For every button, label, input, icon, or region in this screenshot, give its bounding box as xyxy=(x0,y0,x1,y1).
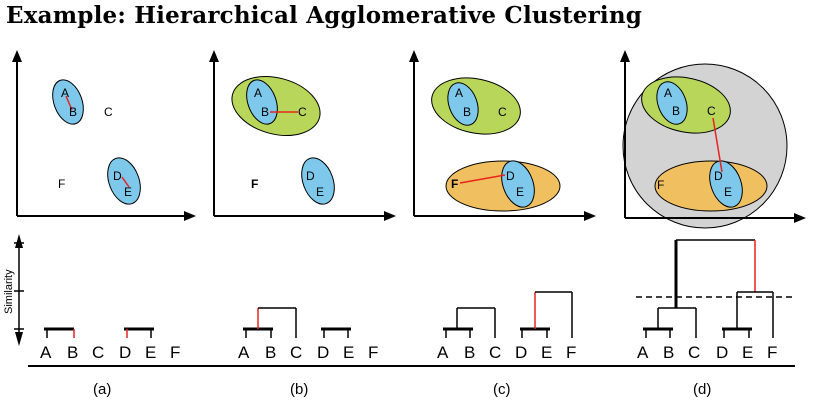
y-axis-label: Similarity xyxy=(3,269,15,314)
point-c: C xyxy=(707,104,716,118)
point-d: D xyxy=(714,169,723,183)
link-de-a xyxy=(121,176,130,188)
point-e: E xyxy=(516,185,524,199)
leaf-b: B xyxy=(67,343,78,362)
scatter-panel-d: A B C D E F xyxy=(620,50,806,229)
point-f: F xyxy=(451,177,458,191)
point-b: B xyxy=(463,105,471,119)
cluster-de-b xyxy=(301,157,335,205)
link-ab-a xyxy=(65,95,73,111)
leaf-d: D xyxy=(317,343,329,362)
point-d: D xyxy=(506,169,515,183)
point-e: E xyxy=(316,185,324,199)
scatter-panel-c: A B C D E F xyxy=(409,50,596,221)
point-b: B xyxy=(69,105,77,119)
link-fd-c xyxy=(459,174,506,184)
point-e: E xyxy=(724,185,732,199)
cluster-de-d xyxy=(709,160,743,208)
dendrogram-c: A B C D E F xyxy=(437,291,576,362)
cluster-ab-b xyxy=(246,79,278,125)
leaf-f: F xyxy=(170,343,180,362)
leaf-d: D xyxy=(515,343,527,362)
point-a: A xyxy=(455,86,463,100)
point-a: A xyxy=(254,86,262,100)
point-d: D xyxy=(306,169,315,183)
leaf-e: E xyxy=(145,343,156,362)
leaf-c: C xyxy=(92,343,104,362)
leaf-c: C xyxy=(688,343,700,362)
leaf-e: E xyxy=(541,343,552,362)
point-c: C xyxy=(298,105,307,119)
point-d: D xyxy=(113,169,122,183)
cluster-de-c xyxy=(501,160,535,208)
leaf-a: A xyxy=(437,343,449,362)
dendrogram-b: A B C D E F xyxy=(238,307,378,362)
leaf-b: B xyxy=(464,343,475,362)
leaf-d: D xyxy=(119,343,131,362)
leaf-a: A xyxy=(40,343,52,362)
dendrogram-d: A B C D E F xyxy=(636,239,792,362)
leaf-f: F xyxy=(368,343,378,362)
cluster-ab-c xyxy=(447,82,479,126)
leaf-c: C xyxy=(489,343,501,362)
caption-d: (d) xyxy=(693,381,711,398)
point-b: B xyxy=(261,105,269,119)
leaf-e: E xyxy=(343,343,354,362)
similarity-axis: Similarity xyxy=(3,234,24,346)
point-c: C xyxy=(498,105,507,119)
page-title: Example: Hierarchical Agglomerative Clus… xyxy=(6,2,643,29)
point-a: A xyxy=(664,86,672,100)
leaf-b: B xyxy=(663,343,674,362)
caption-c: (c) xyxy=(493,381,511,398)
point-c: C xyxy=(104,105,113,119)
leaf-b: B xyxy=(265,343,276,362)
dendrogram-a: A B C D E F xyxy=(40,327,180,362)
link-cd-d xyxy=(712,117,723,173)
leaf-d: D xyxy=(716,343,728,362)
leaf-c: C xyxy=(290,343,302,362)
leaf-e: E xyxy=(742,343,753,362)
point-f: F xyxy=(58,177,65,191)
scatter-panel-a: A B C D E F xyxy=(12,50,196,221)
caption-a: (a) xyxy=(93,381,111,398)
scatter-panel-b: A B C D E F xyxy=(209,50,396,221)
point-f: F xyxy=(251,177,258,191)
point-f: F xyxy=(657,178,664,192)
leaf-f: F xyxy=(767,343,777,362)
point-b: B xyxy=(672,104,680,118)
point-a: A xyxy=(61,86,69,100)
cluster-ab-d xyxy=(656,81,688,125)
leaf-f: F xyxy=(566,343,576,362)
leaf-a: A xyxy=(238,343,250,362)
leaf-a: A xyxy=(637,343,649,362)
point-e: E xyxy=(124,185,132,199)
caption-b: (b) xyxy=(290,381,308,398)
